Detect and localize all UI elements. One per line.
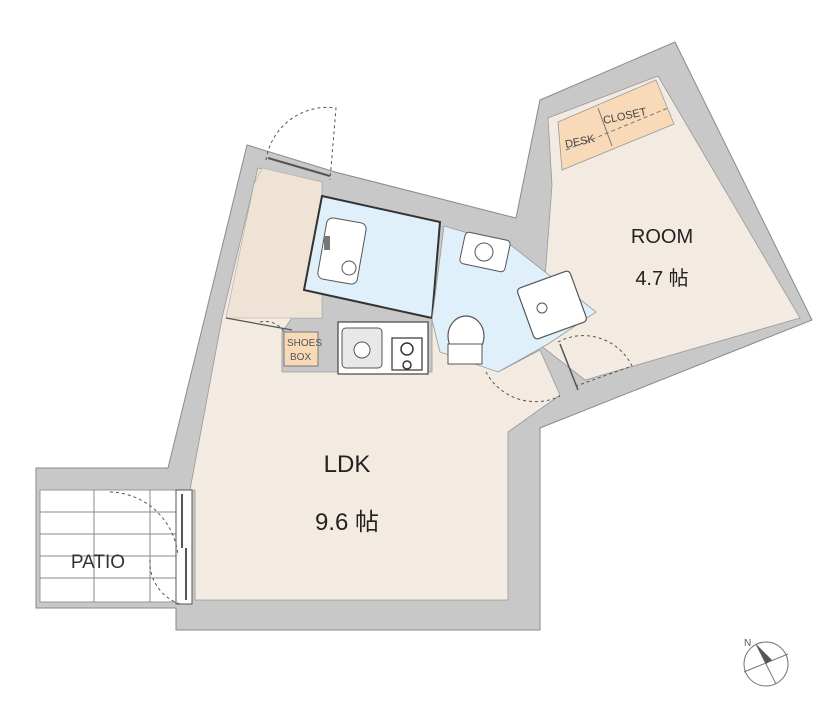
room-size: 4.7 帖 (635, 267, 688, 290)
bath-door-swing (485, 371, 561, 403)
burner-icon (402, 360, 412, 370)
closet-rail (565, 107, 669, 151)
burner-icon (400, 342, 414, 356)
shower-bar (324, 236, 330, 250)
desk-divider (597, 107, 613, 147)
patio-door-swing-2 (149, 559, 181, 605)
patio-door-swing (109, 491, 179, 557)
shoebox (283, 331, 319, 367)
sink-drain-icon (353, 341, 371, 359)
ldk-size: 9.6 帖 (315, 509, 379, 536)
shoebox-door-swing (259, 320, 285, 333)
shoebox-label-line2: BOX (290, 352, 311, 363)
closet-area (557, 79, 675, 171)
patio-window-frame (175, 489, 193, 605)
washing-machine-pan (516, 270, 588, 340)
entrance-door-swing (265, 106, 337, 181)
basin-icon (474, 242, 494, 262)
toilet-tank (447, 343, 483, 365)
ldk-name: LDK (324, 451, 371, 478)
room-door-swing (557, 335, 633, 387)
bath-drain-icon (341, 260, 357, 276)
patio-grating (40, 490, 176, 602)
room-name: ROOM (631, 226, 693, 248)
room-door-leaf (559, 343, 579, 391)
patio-label: PATIO (71, 552, 125, 573)
compass-arrow-icon (756, 644, 772, 664)
patio-area (39, 489, 177, 603)
entrance-door-leaf (267, 157, 331, 177)
entrance-floor (225, 167, 323, 319)
entrance-step (225, 317, 293, 331)
washer-drain-icon (536, 302, 548, 314)
shoebox-label-line1: SHOES (287, 338, 322, 349)
north-label: N (744, 638, 751, 649)
north-compass: N (743, 638, 789, 687)
door-swings (109, 106, 633, 605)
